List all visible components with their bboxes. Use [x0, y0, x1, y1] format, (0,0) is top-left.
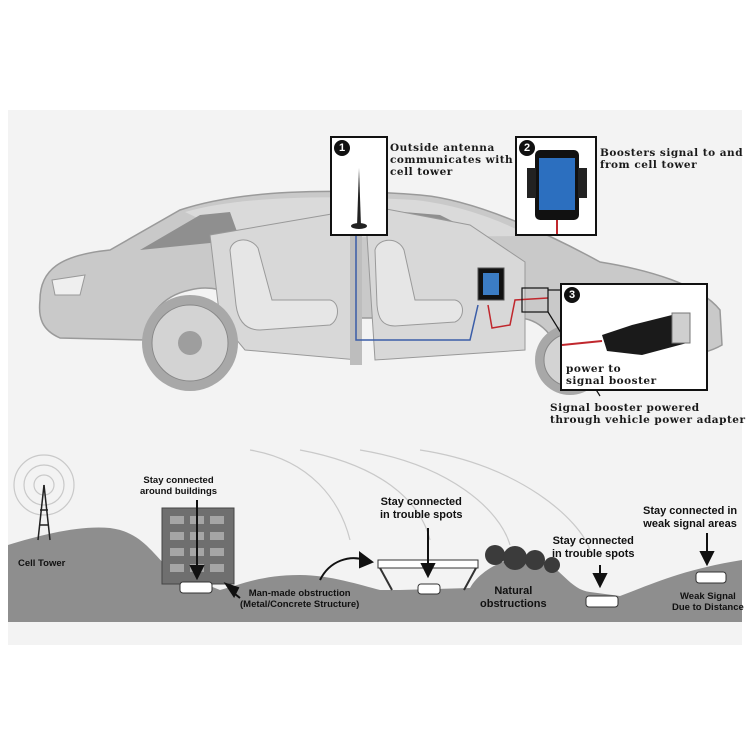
callout-3-number: 3 [564, 287, 580, 303]
callout-2-box: 2 [515, 136, 597, 236]
callout-3-inset-label: power to signal booster [566, 363, 657, 387]
around-buildings-label: Stay connected around buildings [140, 475, 218, 497]
callout-3-text: Signal booster powered through vehicle p… [550, 402, 746, 426]
manmade-obstruction-label: Man-made obstruction (Metal/Concrete Str… [240, 588, 360, 610]
natural-obstructions-label: Natural obstructions [480, 585, 547, 610]
cell-tower-label: Cell Tower [18, 558, 66, 569]
phone-holder-icon [527, 150, 587, 234]
callout-1-box: 1 [330, 136, 388, 236]
trouble-spots-2-label: Stay connected in trouble spots [552, 535, 635, 560]
power-adapter-icon [562, 312, 691, 355]
callout-3-box: 3 power to signal booster [560, 283, 708, 391]
callout-1-number: 1 [334, 140, 350, 156]
antenna-icon [351, 168, 367, 229]
trouble-spots-1-label: Stay connected in trouble spots [380, 496, 463, 521]
callout-2-number: 2 [519, 140, 535, 156]
callout-2-text: Boosters signal to and from cell tower [600, 147, 744, 171]
weak-areas-label: Stay connected in weak signal areas [643, 505, 738, 530]
callout-1-text: Outside antenna communicates with cell t… [390, 142, 514, 178]
weak-signal-label: Weak Signal Due to Distance [672, 591, 744, 613]
